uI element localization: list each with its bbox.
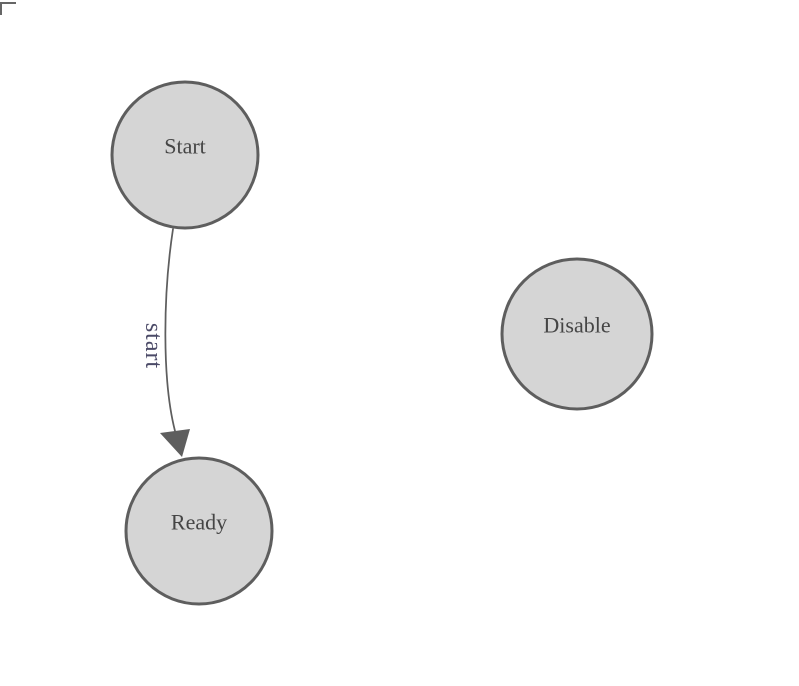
- state-label: Ready: [171, 510, 227, 535]
- state-circle[interactable]: [500, 257, 654, 411]
- state-node-disable[interactable]: Disable: [500, 257, 654, 411]
- state-circle[interactable]: [124, 456, 274, 606]
- edge-label[interactable]: start: [140, 323, 166, 369]
- canvas-origin-marker: [0, 2, 16, 15]
- state-circle[interactable]: [110, 80, 260, 230]
- arrowhead-icon[interactable]: [160, 429, 190, 457]
- state-node-start[interactable]: Start: [110, 80, 260, 230]
- edge-wire[interactable]: [164, 228, 176, 432]
- state-label: Disable: [543, 313, 610, 338]
- state-label: Start: [164, 134, 206, 159]
- transition-edge-start-to-ready[interactable]: start: [140, 228, 190, 457]
- state-node-ready[interactable]: Ready: [124, 456, 274, 606]
